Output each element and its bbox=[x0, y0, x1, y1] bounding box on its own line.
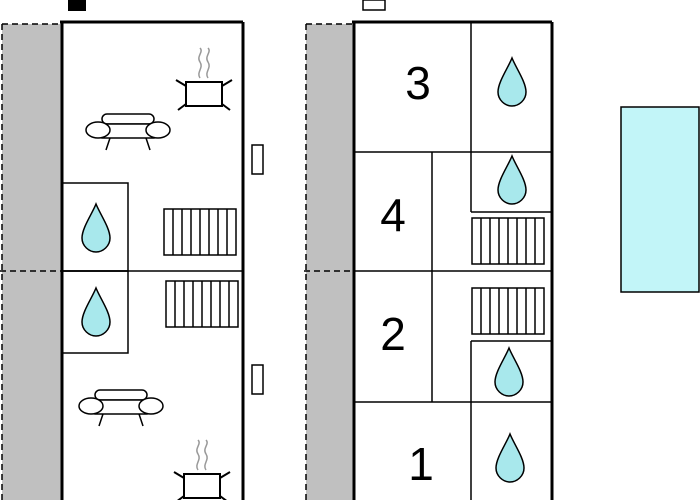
sofa-icon bbox=[78, 389, 164, 427]
water-drop-icon bbox=[495, 433, 525, 483]
floor-label-4: 4 bbox=[380, 189, 406, 241]
water-drop-icon bbox=[497, 57, 527, 107]
water-drop-icon bbox=[81, 203, 111, 253]
cooking-pot-icon bbox=[173, 439, 231, 500]
stairs-icon bbox=[163, 208, 237, 256]
left-terrace bbox=[2, 24, 62, 500]
pool-icon bbox=[620, 106, 700, 293]
water-drop-icon bbox=[81, 287, 111, 337]
left-chimney bbox=[68, 0, 86, 11]
stairs-icon bbox=[165, 280, 239, 328]
floor-label-2: 2 bbox=[380, 308, 406, 360]
window-icon bbox=[251, 364, 264, 395]
window-icon bbox=[251, 144, 264, 175]
right-house: 3 4 2 1 bbox=[304, 0, 554, 500]
floor-label-3: 3 bbox=[405, 57, 431, 109]
right-chimney bbox=[362, 0, 386, 11]
stairs-icon bbox=[471, 217, 545, 265]
stairs-icon bbox=[471, 287, 545, 335]
sofa-icon bbox=[85, 113, 171, 151]
water-drop-icon bbox=[497, 155, 527, 205]
water-drop-icon bbox=[494, 347, 524, 397]
right-terrace bbox=[306, 24, 354, 500]
cooking-pot-icon bbox=[175, 47, 233, 111]
floor-label-1: 1 bbox=[408, 438, 434, 490]
left-house bbox=[0, 0, 264, 500]
